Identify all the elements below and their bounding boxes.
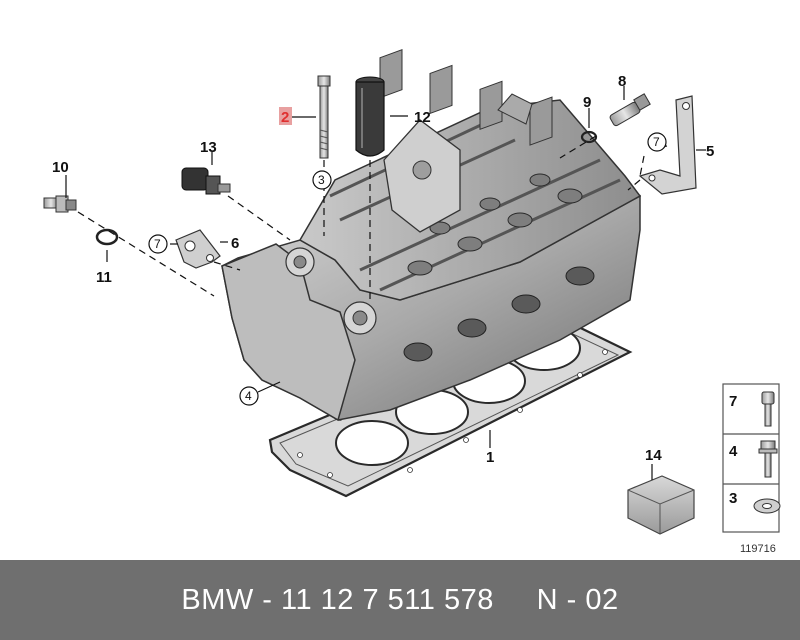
callout-2: 2 [281,109,289,126]
cylinder-head [221,49,642,422]
callout-2-highlight [279,107,292,125]
svg-text:3: 3 [318,173,325,187]
callout-9: 9 [583,94,591,111]
callout-13: 13 [200,139,217,156]
callout-10: 10 [52,159,69,176]
seal-ring-11 [95,228,119,246]
lifting-eye-bracket-6 [175,229,221,269]
callout-12: 12 [414,109,431,126]
parts-diagram: 2 10 11 13 12 8 9 5 6 1 14 3 4 7 7 7 4 3 [43,49,781,555]
legend-label-3: 3 [729,490,737,507]
circled-ref-4: 4 [239,386,259,406]
seal-ring-9 [580,130,598,144]
legend-label-7: 7 [729,393,737,410]
socket-head-bolt-icon [761,391,775,427]
callout-11: 11 [96,269,112,286]
svg-text:7: 7 [653,135,660,149]
svg-text:7: 7 [154,237,161,251]
circled-ref-3: 3 [312,170,332,190]
sensor-8 [609,93,651,127]
temperature-sensor [181,167,231,195]
part-number-caption: BMW - 11 12 7 511 578 N - 02 [181,583,619,616]
lifting-eye-bracket-5 [638,95,697,195]
legend-label-4: 4 [729,443,738,460]
spark-plug-tube [355,76,385,157]
circled-ref-7-left: 7 [148,234,168,254]
hex-head-bolt-icon [758,440,778,478]
callout-8: 8 [618,73,626,90]
figure-number: 119716 [740,543,776,555]
circled-ref-7-right: 7 [647,132,667,152]
hardware-legend: 7 4 3 [722,383,781,533]
screw-plug [43,195,77,213]
sealing-compound-box [627,464,695,535]
svg-text:4: 4 [245,389,252,403]
callout-14: 14 [645,447,662,464]
callout-6: 6 [231,235,239,252]
callout-5: 5 [706,143,714,160]
cylinder-head-bolt [317,75,331,159]
footer-bar: BMW - 11 12 7 511 578 N - 02 [0,560,800,640]
callout-1: 1 [486,449,494,466]
washer-icon [753,498,781,514]
